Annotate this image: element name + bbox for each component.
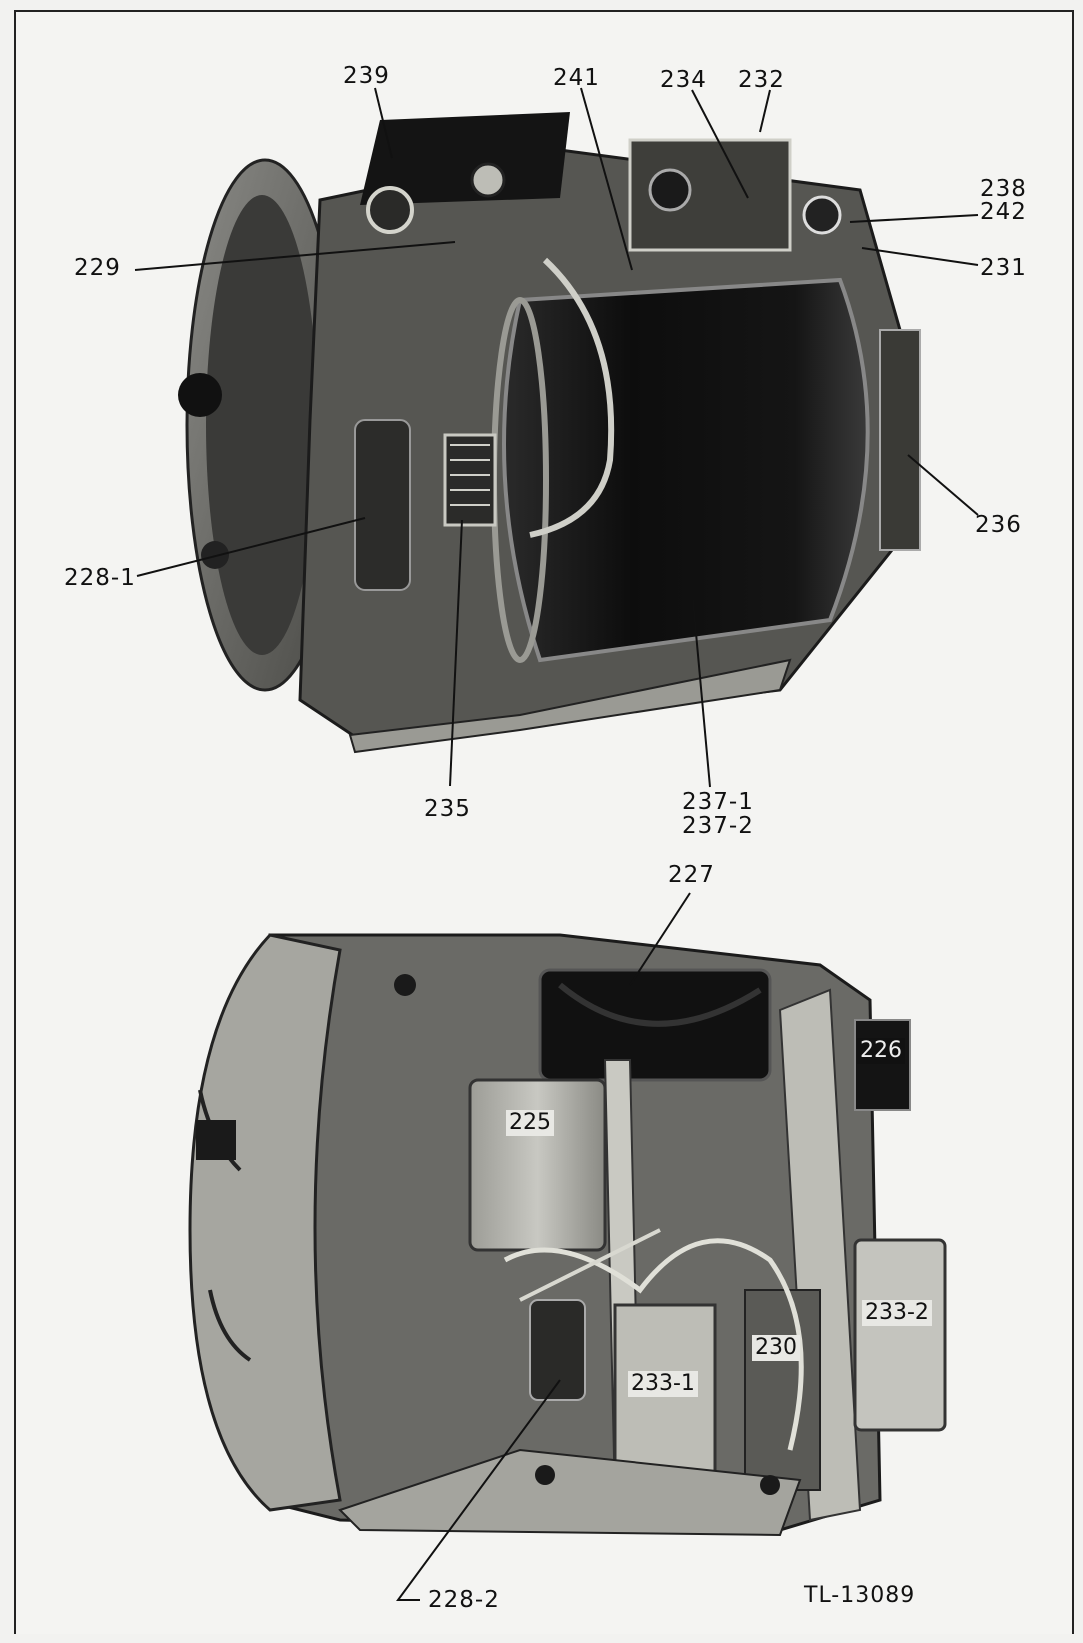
bottom-relay-225 bbox=[468, 1078, 607, 1252]
top-leader-lines bbox=[134, 87, 979, 788]
callout-235: 235 bbox=[424, 796, 471, 822]
bottom-leader-lines bbox=[396, 892, 691, 1601]
callout-233-2: 233-2 bbox=[862, 1300, 932, 1326]
callout-231: 231 bbox=[980, 255, 1027, 281]
callout-237-1: 237-1 bbox=[682, 789, 754, 815]
callout-233-1: 233-1 bbox=[628, 1371, 698, 1397]
bottom-cap-226 bbox=[854, 1019, 911, 1111]
top-resistor-228-1 bbox=[354, 419, 411, 591]
callout-227: 227 bbox=[668, 862, 715, 888]
callout-238: 238 bbox=[980, 176, 1027, 202]
callout-239: 239 bbox=[343, 63, 390, 89]
top-field-drum bbox=[502, 277, 870, 663]
top-gear-235 bbox=[443, 433, 497, 527]
callout-242: 242 bbox=[980, 199, 1027, 225]
callout-228-1: 228-1 bbox=[64, 565, 136, 591]
callout-229: 229 bbox=[74, 255, 121, 281]
top-unit-photo bbox=[178, 112, 921, 754]
callout-237-group: 237-1 237-2 bbox=[682, 790, 754, 838]
top-bracket bbox=[360, 112, 570, 205]
callout-230: 230 bbox=[752, 1335, 800, 1361]
callout-237-2: 237-2 bbox=[682, 813, 754, 839]
callout-241: 241 bbox=[553, 65, 600, 91]
bottom-end-bell bbox=[188, 933, 342, 1512]
callout-225: 225 bbox=[506, 1110, 554, 1136]
callout-236: 236 bbox=[975, 512, 1022, 538]
callout-226: 226 bbox=[857, 1038, 905, 1064]
callout-228-2: 228-2 bbox=[428, 1587, 500, 1613]
callout-234: 234 bbox=[660, 67, 707, 93]
bottom-cap-233-2 bbox=[853, 1238, 947, 1432]
bottom-part-230 bbox=[744, 1289, 821, 1491]
callout-232: 232 bbox=[738, 67, 785, 93]
bottom-unit-photo bbox=[188, 933, 947, 1537]
figure-id: TL-13089 bbox=[804, 1583, 916, 1608]
bottom-resistor-228-2 bbox=[529, 1299, 586, 1401]
